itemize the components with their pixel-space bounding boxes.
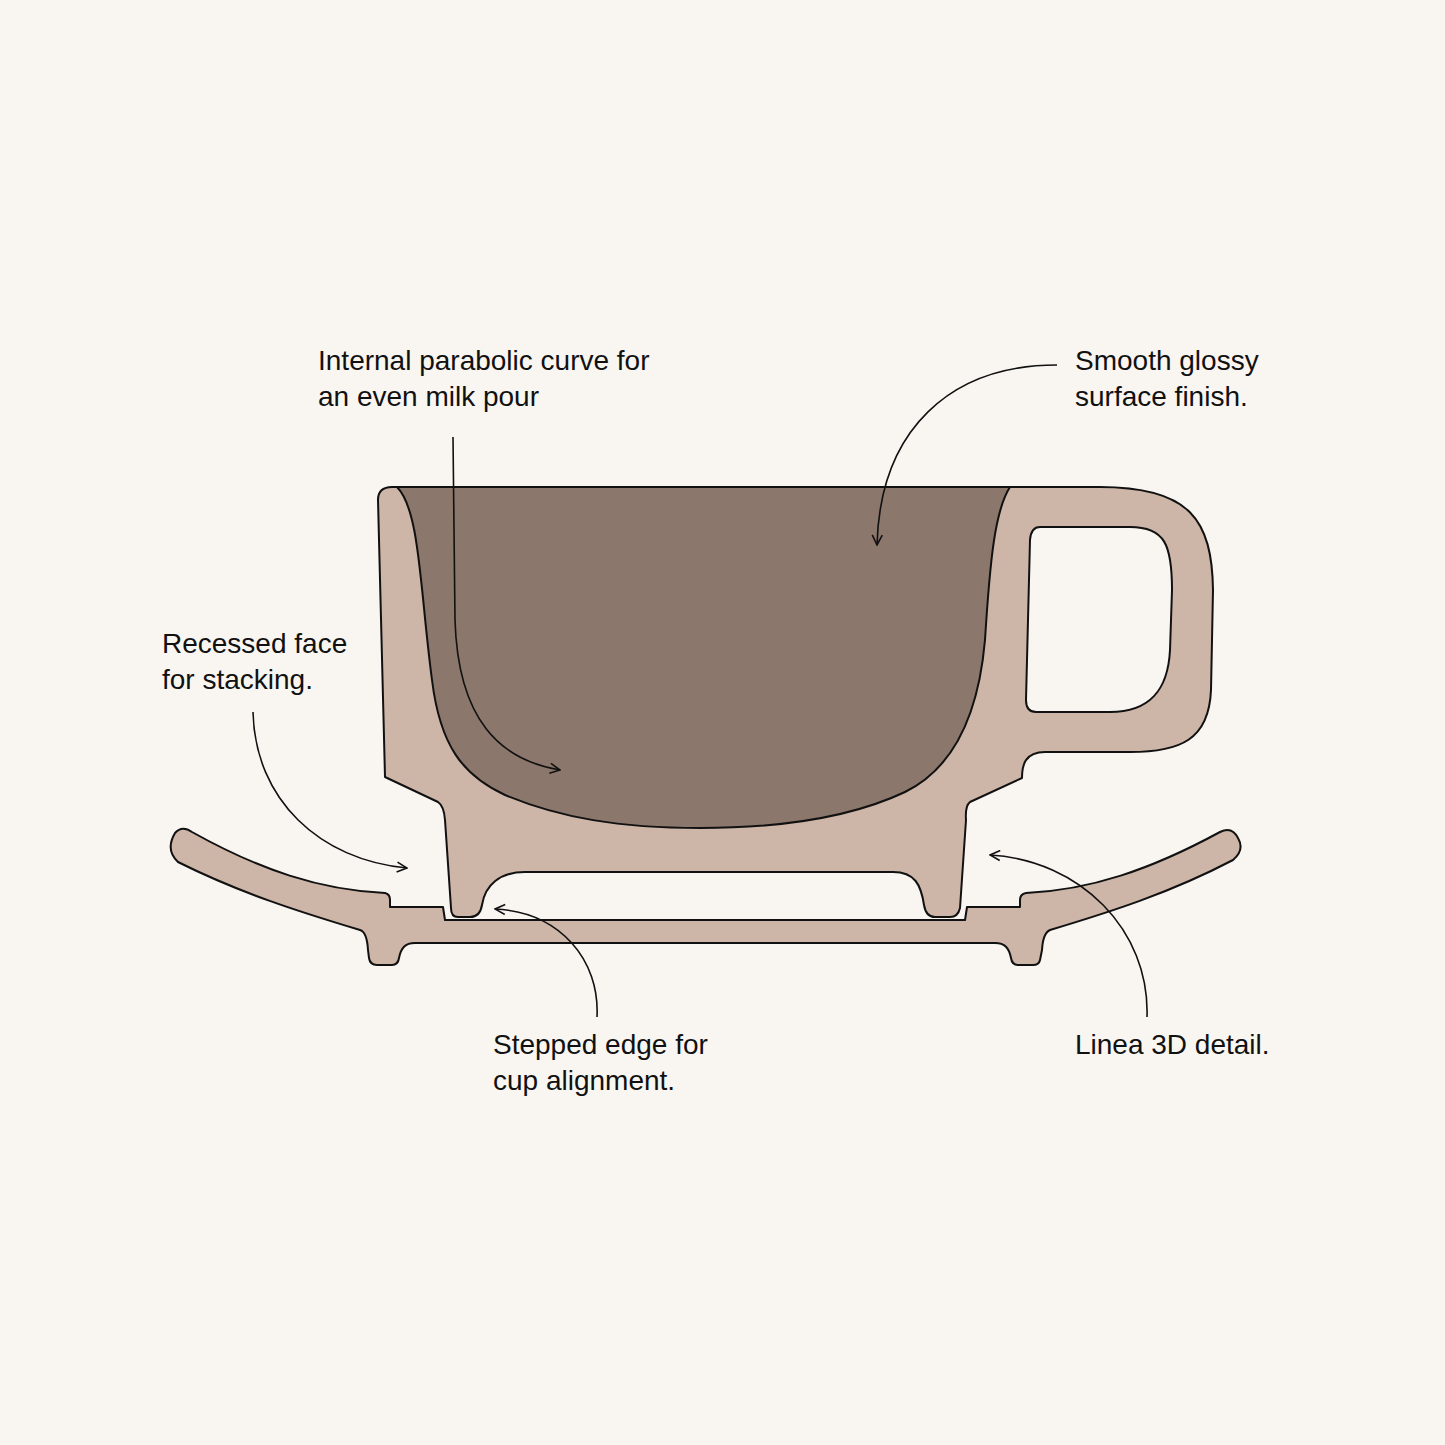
callout-label: Internal parabolic curve for an even mil… [318, 343, 678, 415]
callout-label: Recessed face for stacking. [162, 626, 384, 698]
callout-label: Linea 3D detail. [1075, 1027, 1270, 1063]
callout-label: Smooth glossy surface finish. [1075, 343, 1310, 415]
leader-line [990, 855, 1147, 1017]
leader-lines [253, 365, 1147, 1017]
callout-label: Stepped edge for cup alignment. [493, 1027, 733, 1099]
leader-line [453, 437, 560, 770]
leader-line [495, 909, 597, 1017]
leader-line [877, 365, 1057, 545]
cup-body [378, 487, 1213, 917]
leader-line [253, 712, 407, 868]
coffee [397, 487, 1010, 828]
